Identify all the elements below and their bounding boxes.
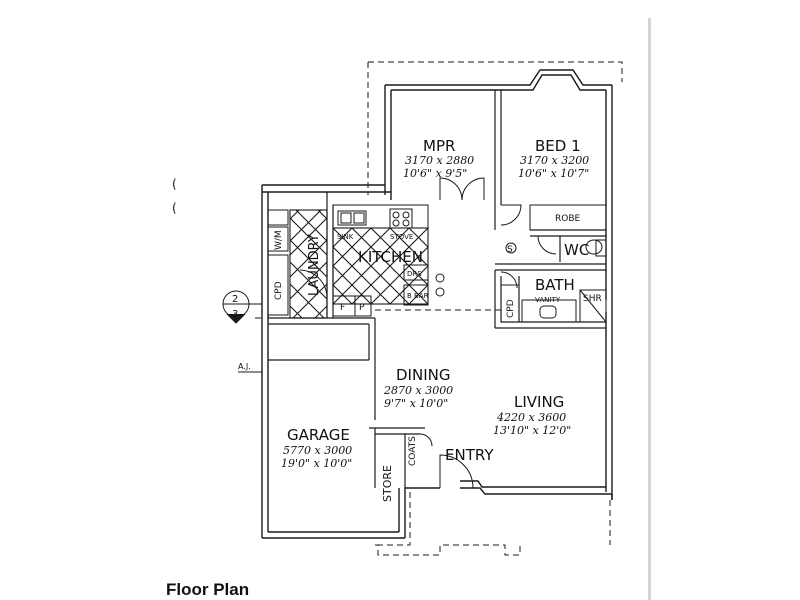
stove-top [389, 208, 413, 229]
section-marker-top: 2 [232, 294, 238, 305]
bath-cpd-label: CPD [506, 299, 516, 318]
aj-label: A.J. [238, 362, 251, 371]
bed1-name: BED 1 [535, 137, 581, 155]
wm-label: W/M [274, 230, 284, 250]
dining-imperial: 9'7" x 10'0" [384, 397, 448, 410]
margin-mark-2: ( [172, 201, 177, 215]
mpr-metric: 3170 x 2880 [405, 154, 474, 167]
laundry-name: LAUNDRY [307, 234, 322, 296]
dashed-boundary [255, 61, 623, 556]
bbar-label: B BAR [407, 292, 429, 300]
fridge-label: F [340, 303, 345, 313]
stove-label: STOVE [390, 233, 413, 241]
vanity-label: VANITY [535, 296, 561, 304]
kitchen-tile-pattern [332, 227, 429, 305]
washing-machine [267, 226, 289, 252]
coats-name: COATS [408, 436, 418, 466]
dining-metric: 2870 x 3000 [383, 384, 453, 397]
section-marker [222, 290, 262, 324]
smoke-alarm-marker [505, 242, 517, 254]
laundry-tile-pattern [289, 209, 328, 319]
bath-name: BATH [535, 276, 575, 294]
sink-basin [337, 210, 367, 226]
living-imperial: 13'10" x 12'0" [493, 424, 571, 437]
doors [299, 177, 557, 489]
pantry-label: P [359, 303, 365, 313]
laundry-cpd-label: CPD [274, 281, 284, 300]
section-marker-bottom: 3 [232, 309, 238, 320]
smoke-alarm-label: S [507, 245, 513, 255]
robe-cabinet [529, 204, 607, 231]
sink-label: SINK [337, 233, 354, 241]
breakfast-bar [403, 284, 429, 306]
bath-fixtures [500, 284, 607, 323]
dining-name: DINING [396, 366, 450, 384]
mpr-imperial: 10'6" x 9'5" [403, 167, 467, 180]
garage-imperial: 19'0" x 10'0" [281, 457, 352, 470]
pantry [354, 295, 372, 317]
labels: MPR 3170 x 2880 10'6" x 9'5" BED 1 3170 … [172, 137, 602, 502]
bed1-imperial: 10'6" x 10'7" [518, 167, 589, 180]
entry-name: ENTRY [445, 446, 494, 464]
drawers-label: DRS [407, 270, 422, 278]
robe-label: ROBE [555, 214, 581, 224]
garage-metric: 5770 x 3000 [283, 444, 352, 457]
wc-name: WC [564, 241, 589, 259]
shower [579, 289, 607, 323]
shower-label: SHR [583, 294, 602, 304]
kitchen-bench [332, 204, 445, 317]
wc-fixtures [585, 239, 607, 257]
store-name: STORE [381, 465, 394, 502]
laundry-cupboard [267, 254, 289, 316]
interior-walls [268, 90, 606, 488]
living-name: LIVING [514, 393, 564, 411]
mpr-name: MPR [423, 137, 455, 155]
scan-edge-line [648, 18, 651, 600]
bed1-metric: 3170 x 3200 [520, 154, 589, 167]
trough [267, 209, 289, 226]
bath-cupboard [500, 284, 520, 323]
laundry-fixtures [267, 209, 289, 316]
living-metric: 4220 x 3600 [496, 411, 566, 424]
margin-mark-1: ( [172, 177, 177, 191]
drawers [403, 264, 429, 281]
vanity [521, 299, 577, 323]
garage-name: GARAGE [287, 426, 350, 444]
kitchen-name: KITCHEN [358, 248, 423, 266]
floor-plan-caption: Floor Plan [166, 580, 250, 599]
